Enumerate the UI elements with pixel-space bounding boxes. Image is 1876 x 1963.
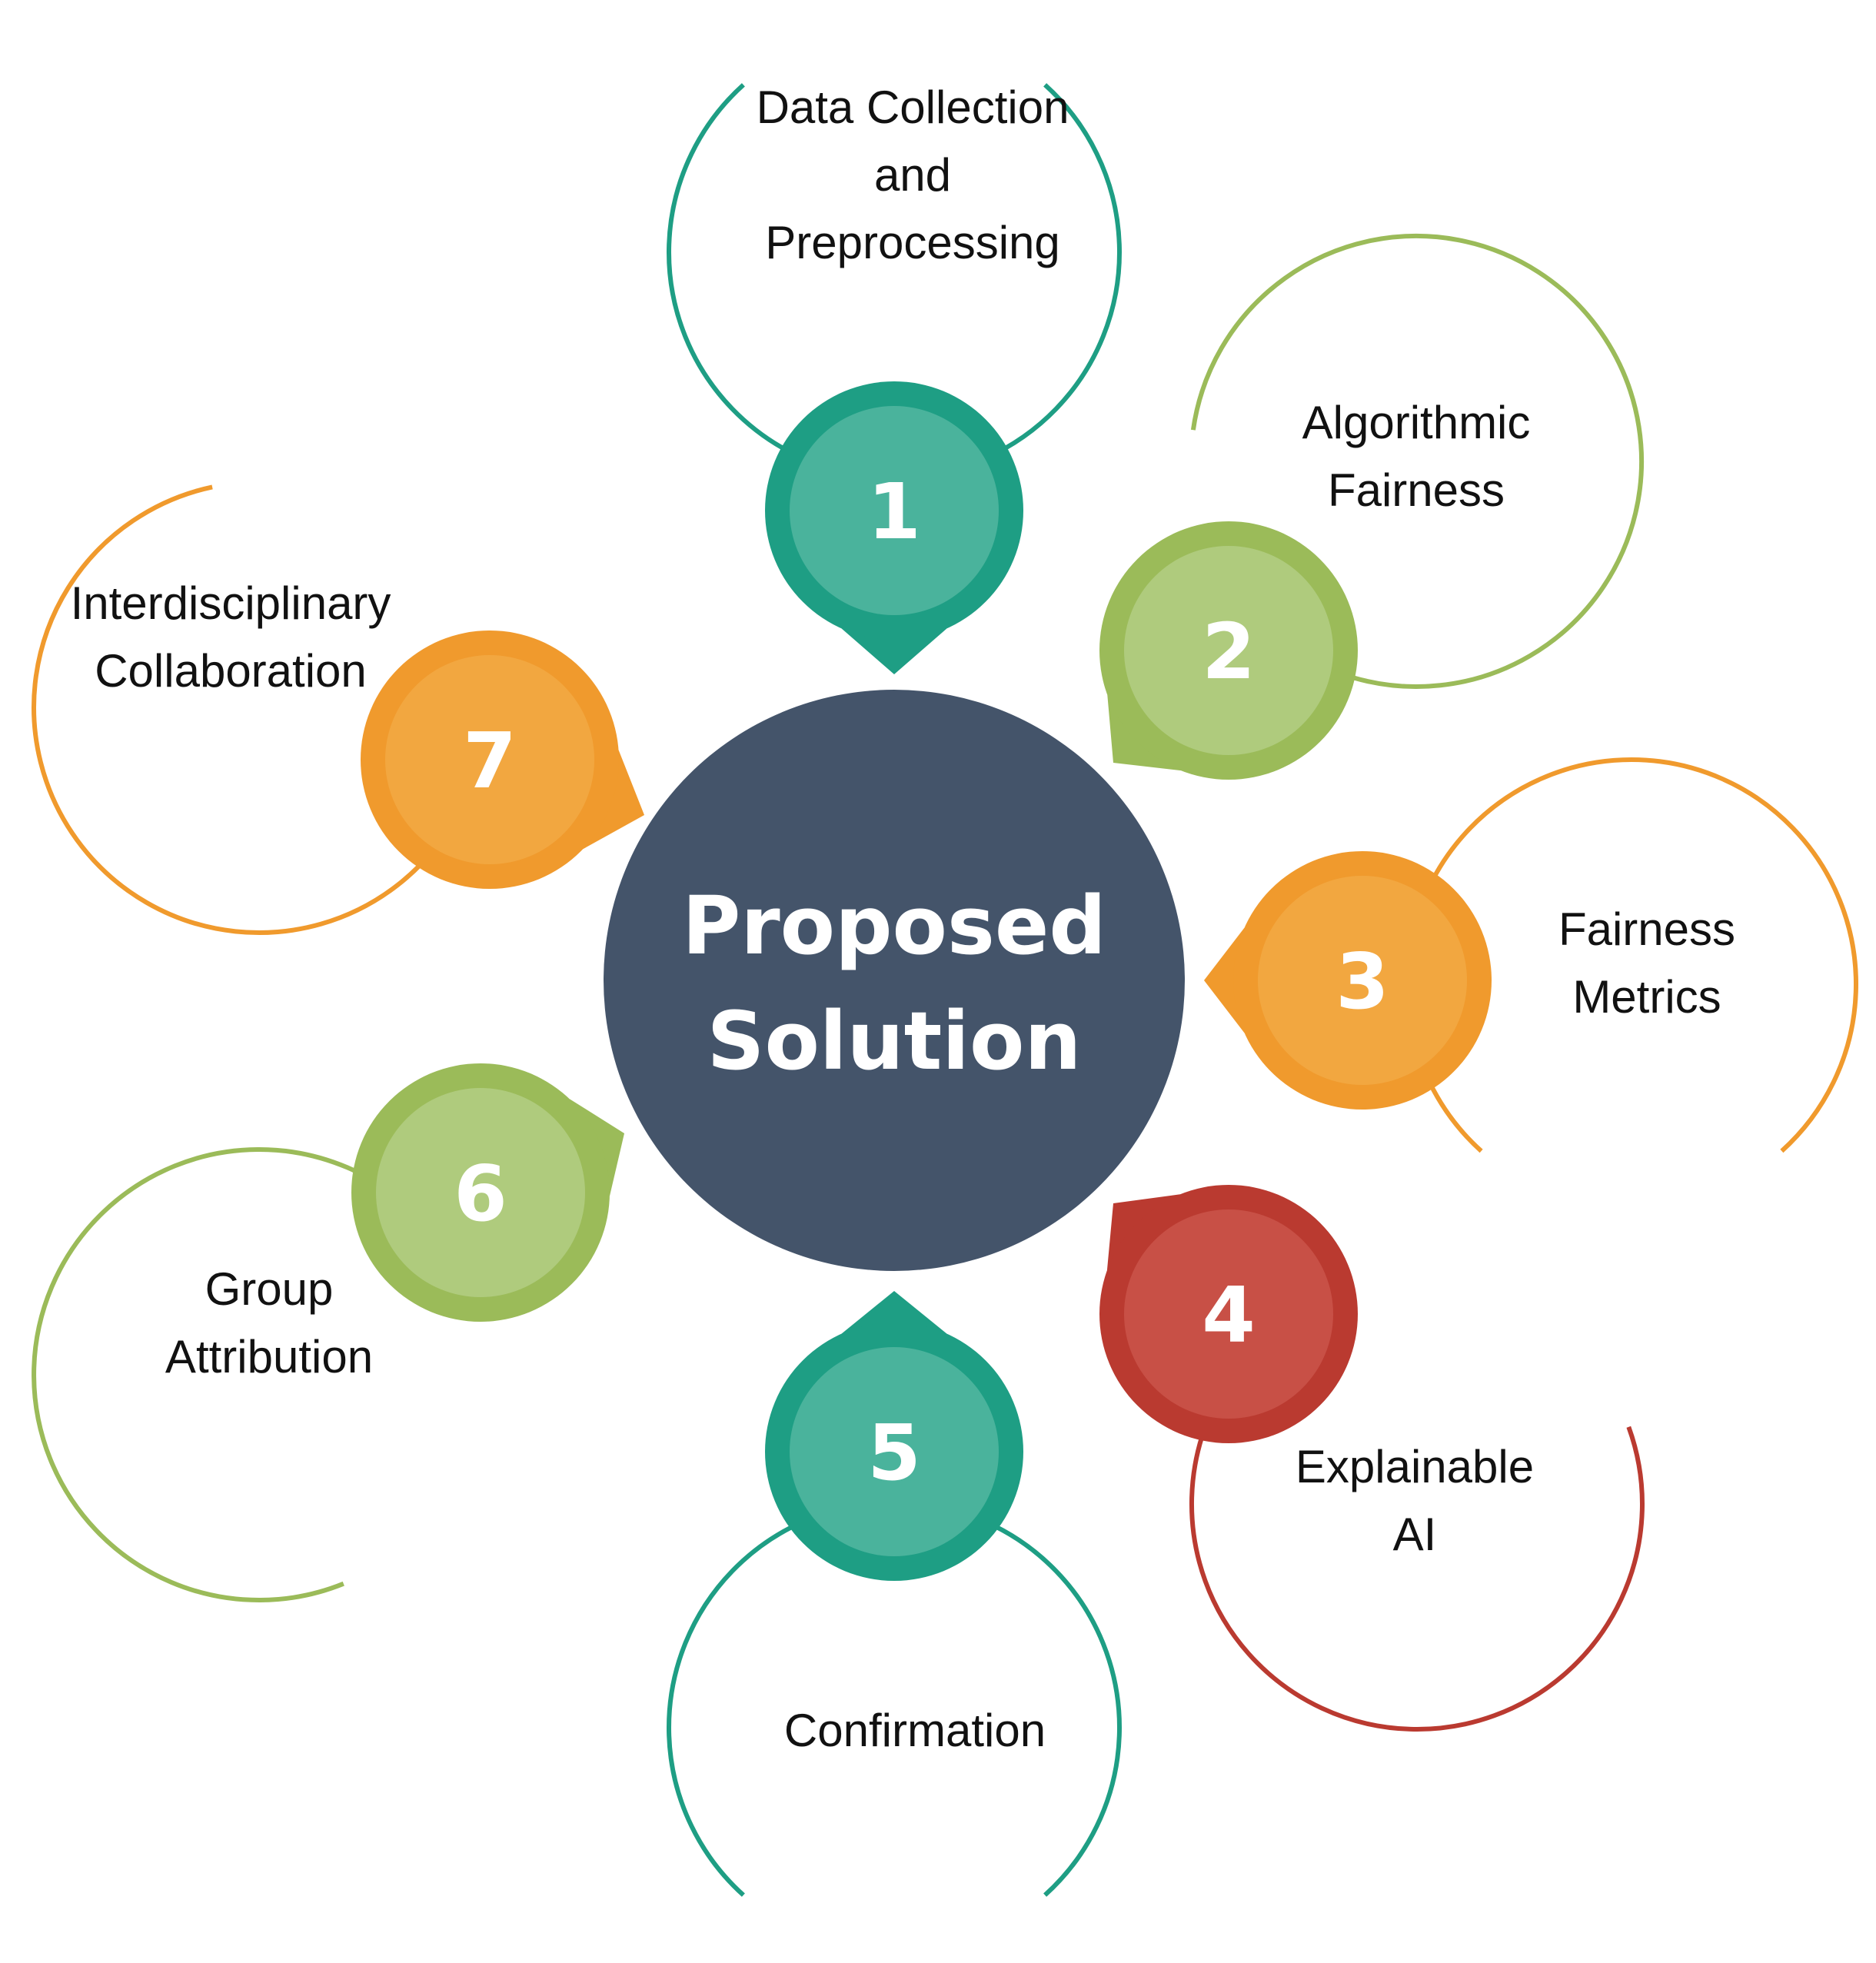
step-number-2: 2 bbox=[1202, 607, 1256, 697]
step-label-4-line-2: AI bbox=[1393, 1509, 1437, 1560]
badge-pointer-5 bbox=[841, 1291, 947, 1334]
center-title-line-2: Solution bbox=[707, 994, 1082, 1088]
step-label-1-line-2: and bbox=[874, 149, 951, 201]
step-labels: Data Collection andPreprocessingAlgorithm… bbox=[71, 82, 1735, 1756]
step-number-1: 1 bbox=[867, 467, 921, 557]
center-title-line-1: Proposed bbox=[682, 879, 1106, 973]
step-label-7-line-2: Collaboration bbox=[95, 645, 367, 697]
step-label-2-line-1: Algorithmic bbox=[1302, 397, 1531, 448]
badge-inner-6 bbox=[376, 1088, 585, 1297]
step-label-5-line-1: Confirmation bbox=[784, 1705, 1046, 1756]
badge-inner-7 bbox=[385, 655, 594, 864]
badge-inner-1 bbox=[790, 406, 999, 615]
badge-pointer-3 bbox=[1204, 927, 1245, 1033]
badge-step-6: 6 bbox=[351, 1063, 624, 1322]
step-number-3: 3 bbox=[1335, 937, 1389, 1026]
step-label-3-line-2: Metrics bbox=[1572, 971, 1721, 1023]
center-circle bbox=[604, 690, 1185, 1271]
step-number-5: 5 bbox=[867, 1408, 921, 1498]
badge-step-2: 2 bbox=[1099, 521, 1358, 780]
badge-step-1: 1 bbox=[765, 381, 1023, 674]
badge-step-7: 7 bbox=[361, 630, 644, 889]
badge-step-3: 3 bbox=[1204, 851, 1492, 1110]
ring-step-2 bbox=[1190, 234, 1645, 689]
badge-step-5: 5 bbox=[765, 1291, 1023, 1581]
badge-inner-3 bbox=[1258, 876, 1467, 1085]
step-label-6-line-1: Group bbox=[205, 1263, 334, 1315]
step-number-4: 4 bbox=[1202, 1270, 1256, 1360]
step-number-6: 6 bbox=[454, 1149, 507, 1239]
number-badges: 1 2 3 4 5 6 7 bbox=[351, 381, 1492, 1581]
badge-inner-4 bbox=[1124, 1209, 1333, 1419]
step-label-3-line-1: Fairness bbox=[1558, 903, 1735, 955]
step-label-1-line-3: Preprocessing bbox=[765, 217, 1060, 268]
step-label-2-line-2: Fairness bbox=[1328, 464, 1505, 516]
badge-step-4: 4 bbox=[1099, 1185, 1358, 1443]
step-label-1-line-1: Data Collection bbox=[757, 82, 1069, 133]
step-label-7-line-1: Interdisciplinary bbox=[71, 577, 391, 629]
center-node: Proposed Solution bbox=[604, 690, 1185, 1271]
step-label-6-line-2: Attribution bbox=[165, 1331, 373, 1382]
step-number-7: 7 bbox=[463, 716, 517, 806]
badge-inner-2 bbox=[1124, 546, 1333, 755]
badge-pointer-1 bbox=[841, 628, 947, 674]
step-label-4-line-1: Explainable bbox=[1296, 1441, 1534, 1492]
badge-inner-5 bbox=[790, 1347, 999, 1556]
